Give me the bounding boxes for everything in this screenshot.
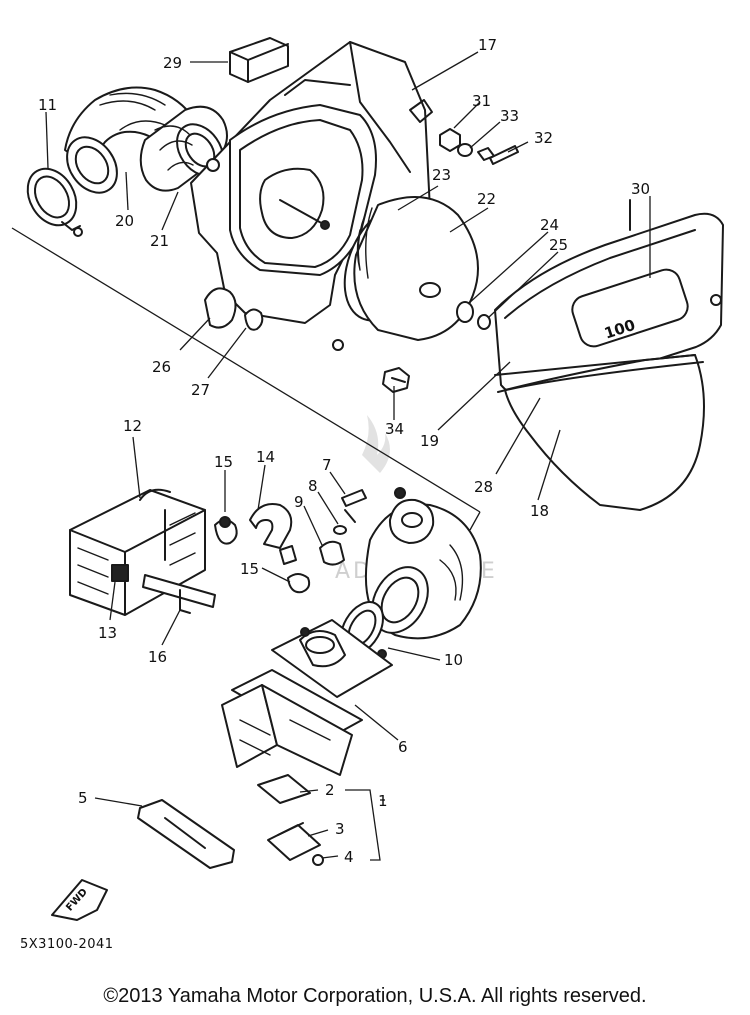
callout-27: 27 (191, 381, 210, 399)
callout-12: 12 (123, 417, 142, 435)
callout-2: 2 (325, 781, 335, 799)
bolt-34-part (382, 367, 410, 393)
gasket-part (137, 799, 235, 869)
callouts: 1 2 3 4 5 6 7 8 9 10 11 12 13 14 15 15 1… (38, 36, 650, 866)
callout-34: 34 (385, 420, 404, 438)
leader-lines (45, 51, 651, 861)
callout-22: 22 (477, 190, 496, 208)
side-cover-part: 100 (494, 199, 724, 399)
callout-21: 21 (150, 232, 169, 250)
lower-cover-part (494, 354, 705, 511)
callout-28: 28 (474, 478, 493, 496)
filter-element-part (343, 196, 479, 341)
callout-26: 26 (152, 358, 171, 376)
callout-30: 30 (631, 180, 650, 198)
screw-clip-part (319, 489, 367, 566)
carburetor-part (364, 487, 482, 640)
callout-15-top: 15 (214, 453, 233, 471)
reed-plates-part (257, 774, 324, 866)
callout-24: 24 (540, 216, 559, 234)
callout-3: 3 (335, 820, 345, 838)
callout-6: 6 (398, 738, 408, 756)
callout-16: 16 (148, 648, 167, 666)
assembly-lines (11, 227, 481, 531)
callout-31: 31 (472, 92, 491, 110)
callout-17: 17 (478, 36, 497, 54)
callout-13: 13 (98, 624, 117, 642)
callout-19: 19 (420, 432, 439, 450)
bolt-set-part (439, 128, 519, 165)
air-cleaner-case-part (190, 41, 433, 351)
reed-valve-part (221, 669, 363, 776)
callout-29: 29 (163, 54, 182, 72)
washer-nut-part (456, 301, 491, 330)
callout-20: 20 (115, 212, 134, 230)
callout-9: 9 (294, 493, 304, 511)
callout-4: 4 (344, 848, 354, 866)
callout-32: 32 (534, 129, 553, 147)
callout-33: 33 (500, 107, 519, 125)
part-code: 5X3100-2041 (20, 937, 114, 952)
callout-11: 11 (38, 96, 57, 114)
copyright-notice: ©2013 Yamaha Motor Corporation, U.S.A. A… (103, 985, 647, 1007)
callout-15-bottom: 15 (240, 560, 259, 578)
callout-18: 18 (530, 502, 549, 520)
breather-hose-part (214, 503, 311, 594)
callout-25: 25 (549, 236, 568, 254)
hose-clamp-part (26, 167, 83, 237)
callout-14: 14 (256, 448, 275, 466)
callout-23: 23 (432, 166, 451, 184)
callout-8: 8 (308, 477, 318, 495)
manifold-part (271, 619, 393, 698)
grommet-clip-part (204, 287, 264, 331)
callout-1: 1 (378, 792, 388, 810)
callout-10: 10 (444, 651, 463, 669)
callout-7: 7 (322, 456, 332, 474)
forward-arrow-icon: FWD (51, 879, 108, 921)
foam-block-part (229, 37, 289, 83)
callout-5: 5 (78, 789, 88, 807)
